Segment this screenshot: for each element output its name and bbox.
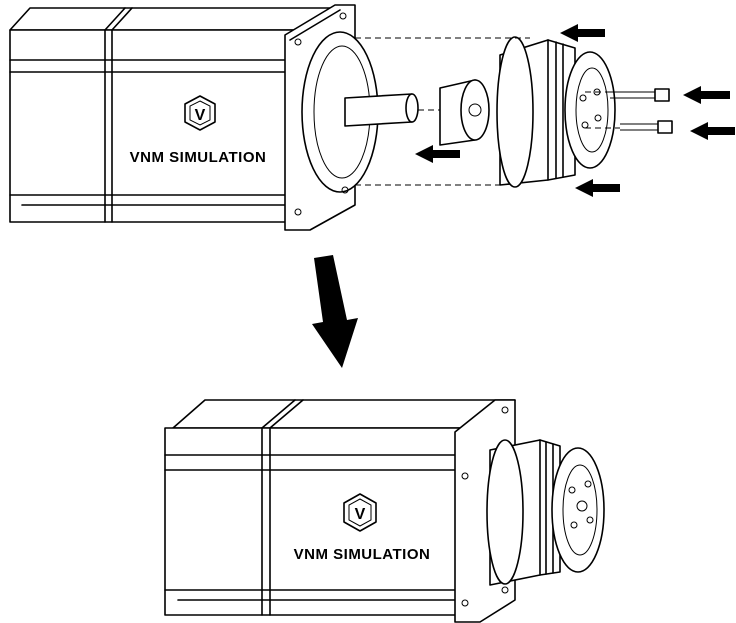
arrow-left-gearbox-bottom [575, 179, 620, 197]
bolts [610, 88, 673, 134]
exploded-view: V VNM SIMULATION [9, 4, 735, 231]
arrow-left-gearbox-top [560, 24, 605, 42]
motor-flange-top [284, 4, 379, 231]
logo-letter-top: V [195, 107, 206, 124]
brand-label-bottom: VNM SIMULATION [294, 546, 431, 563]
gearbox-bottom [486, 439, 605, 586]
arrow-left-coupling [415, 145, 460, 163]
alignment-lines [355, 37, 620, 186]
brand-logo-top: V [184, 95, 216, 131]
brand-logo-bottom: V [343, 493, 377, 532]
logo-letter-bottom: V [355, 506, 366, 523]
brand-label-top: VNM SIMULATION [130, 149, 267, 166]
assembly-arrow-down [312, 255, 358, 368]
motor-body-top [9, 7, 331, 223]
assembled-view: V VNM SIMULATION [164, 399, 605, 623]
arrow-left-bolt-bottom [690, 122, 735, 140]
motor-shaft [344, 93, 419, 127]
arrow-left-bolt-top [683, 86, 730, 104]
gearbox-top [496, 36, 616, 188]
motor-body-bottom [164, 399, 516, 616]
shaft-coupling [439, 79, 490, 146]
